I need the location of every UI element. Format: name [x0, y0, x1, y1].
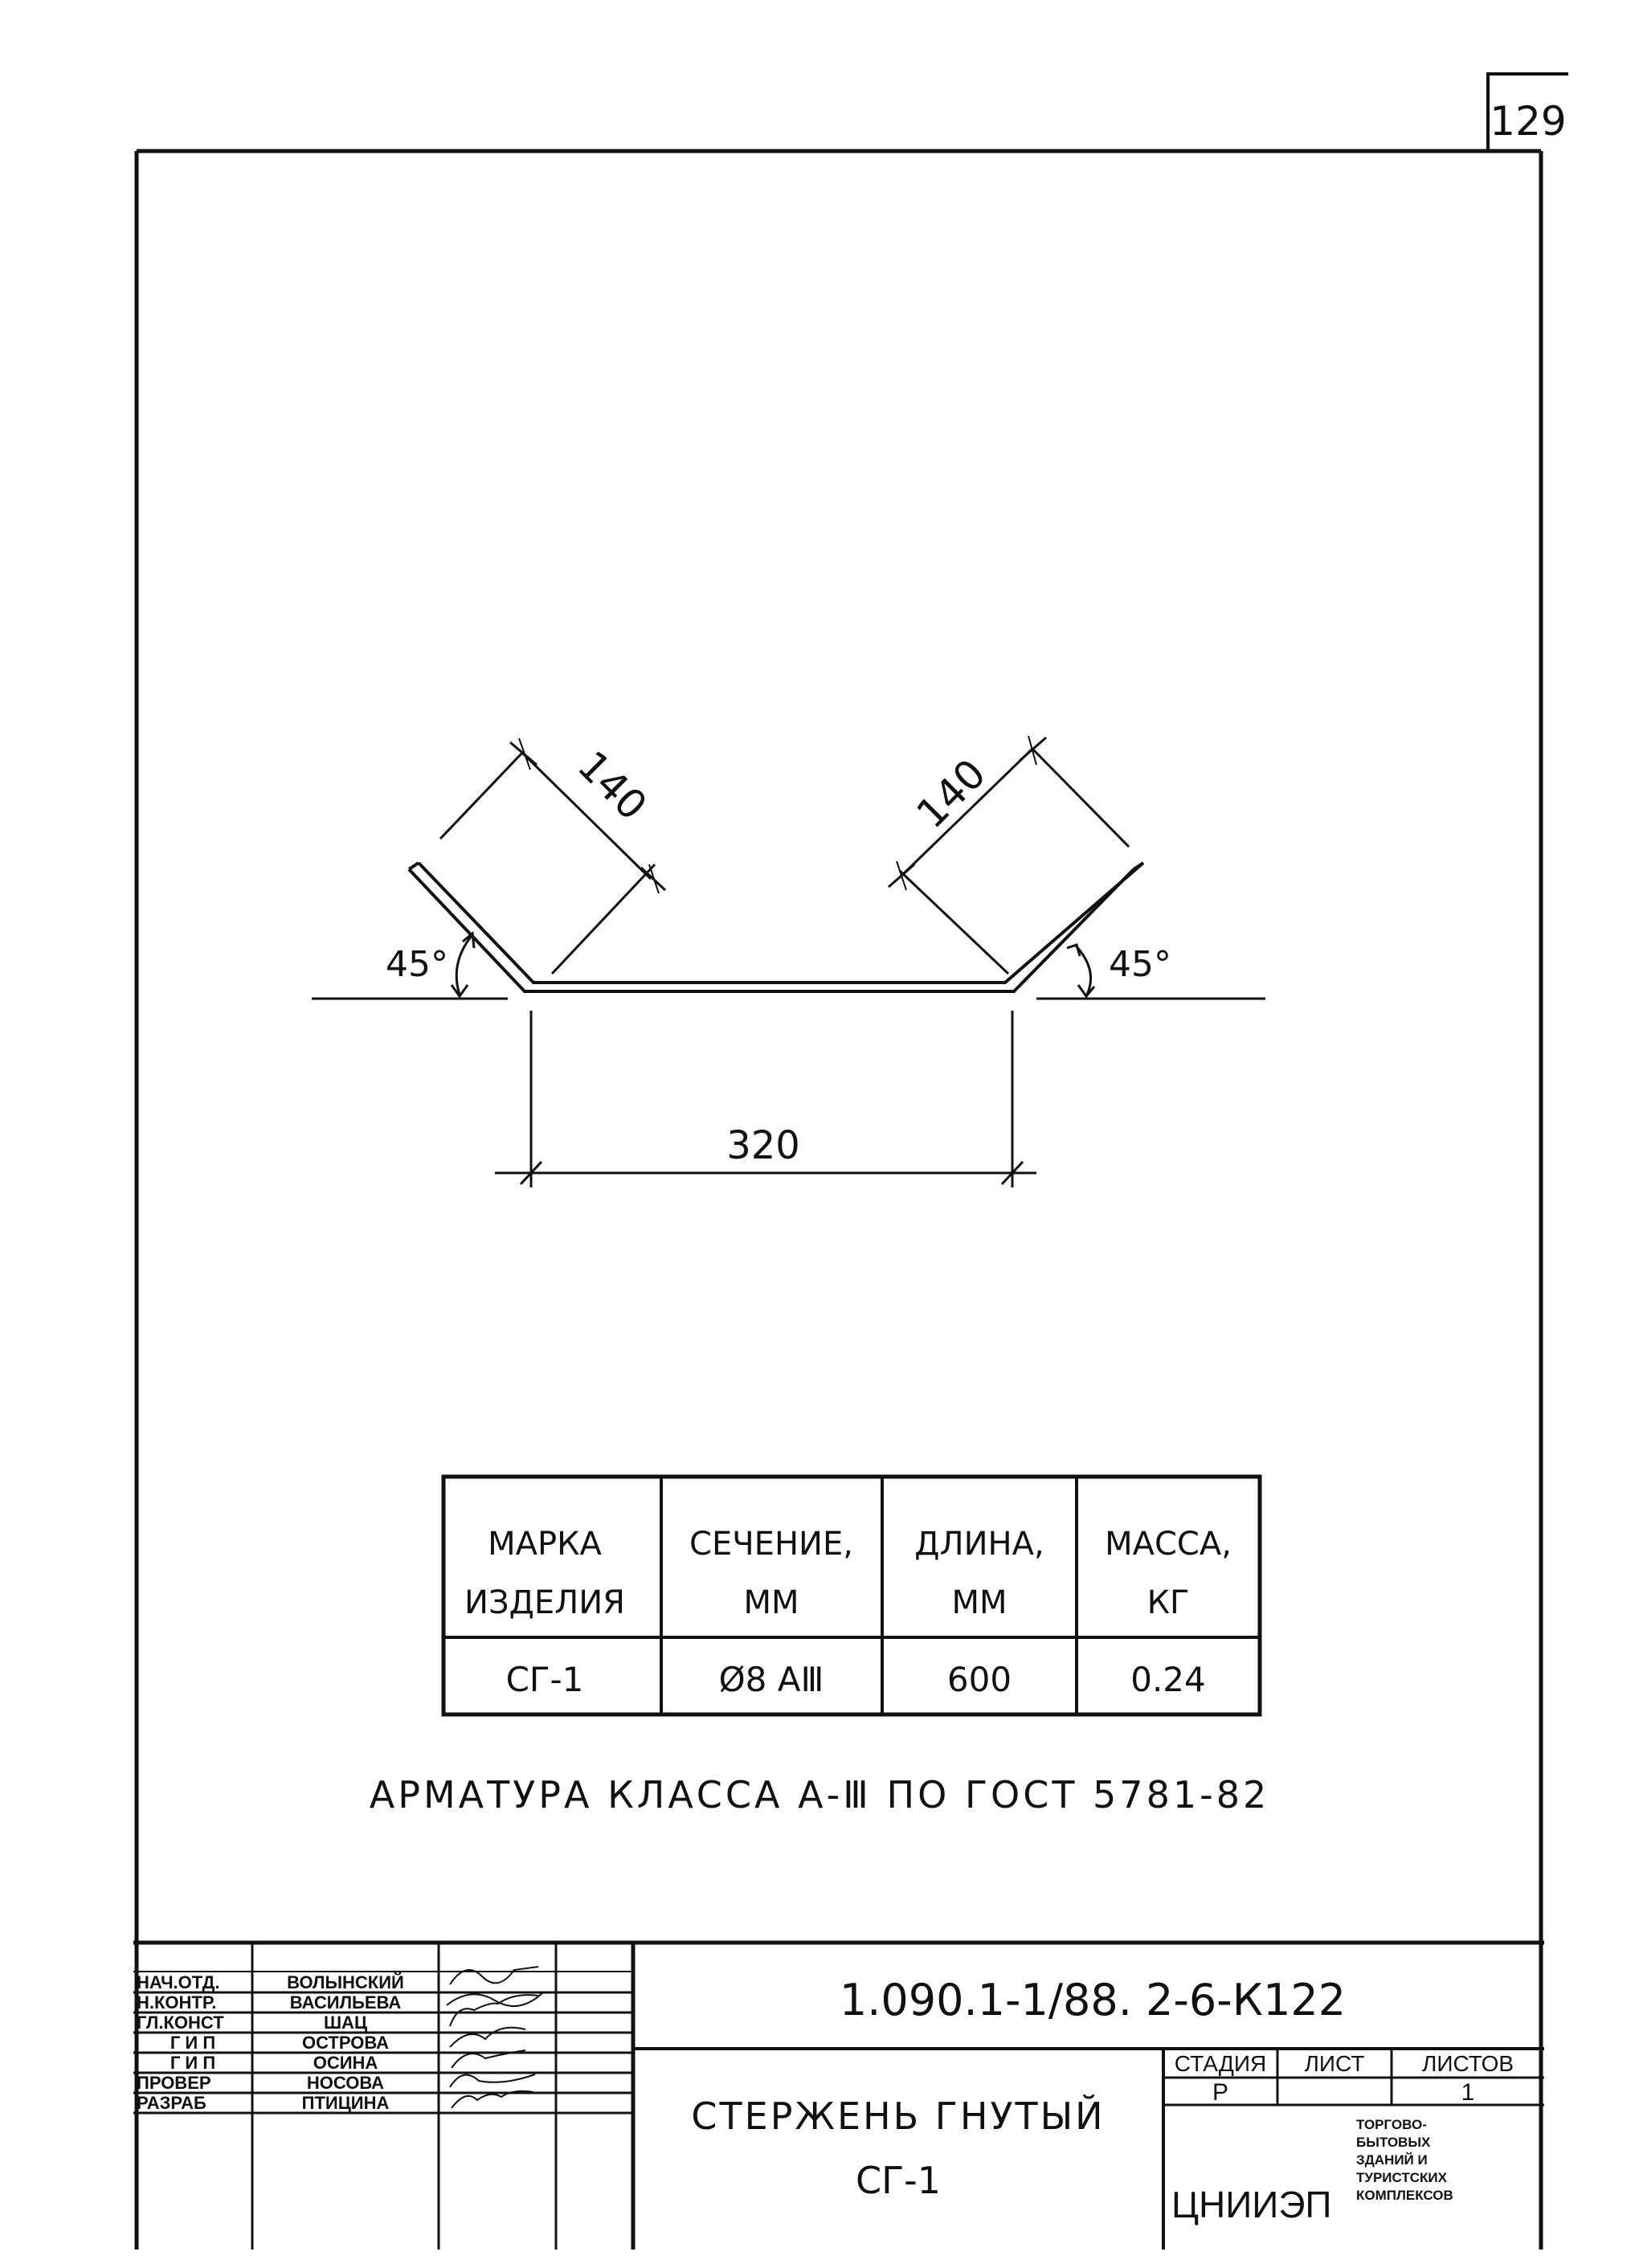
drawing-title: СТЕРЖЕНЬ ГНУТЫЙ	[691, 2094, 1105, 2138]
staff-name-7: ПТИЦИНА	[302, 2093, 390, 2113]
dim-bottom: 320	[726, 1123, 800, 1168]
cell-length: 600	[947, 1660, 1012, 1699]
angle-arc-left	[455, 936, 472, 995]
staff-name-1: ВОЛЫНСКИЙ	[287, 1972, 404, 1992]
staff-name-2: ВАСИЛЬЕВА	[290, 1992, 402, 2013]
cell-mass: 0.24	[1130, 1660, 1206, 1699]
staff-role-7: РАЗРАБ	[137, 2093, 206, 2113]
staff-name-3: ШАЦ	[324, 2013, 367, 2033]
spec-table: МАРКА ИЗДЕЛИЯ СЕЧЕНИЕ, ММ ДЛИНА, ММ МАСС…	[441, 1474, 1262, 1717]
bent-rod-drawing: 140 140 45° 45° 320	[312, 735, 1265, 1187]
header-section-2: ММ	[743, 1584, 799, 1621]
staff-role-3: ГЛ.КОНСТ	[137, 2013, 224, 2033]
document-code: 1.090.1-1/88. 2-6-К122	[840, 1975, 1346, 2025]
header-length-1: ДЛИНА,	[914, 1526, 1044, 1563]
angle-arc-right	[1073, 943, 1093, 997]
stage-value: Р	[1212, 2079, 1228, 2106]
header-mark-1: МАРКА	[488, 1526, 602, 1563]
header-section-1: СЕЧЕНИЕ,	[689, 1526, 853, 1563]
staff-name-4: ОСТРОВА	[302, 2033, 389, 2053]
sheet-header: ЛИСТ	[1305, 2051, 1365, 2076]
title-block: НАЧ.ОТД. ВОЛЫНСКИЙ Н.КОНТР. ВАСИЛЬЕВА ГЛ…	[133, 1940, 1544, 2250]
org-sub-5: КОМПЛЕКСОВ	[1356, 2188, 1453, 2203]
sheets-value: 1	[1461, 2079, 1475, 2106]
sheet-number: 129	[1490, 98, 1566, 145]
org-sub-1: ТОРГОВО-	[1356, 2117, 1427, 2132]
angle-left-label: 45°	[386, 944, 448, 985]
rod-outline-outer	[407, 868, 1135, 993]
cell-section: Ø8 АⅢ	[719, 1660, 824, 1699]
drawing-subtitle: СГ-1	[856, 2159, 941, 2202]
dim-left-arm: 140	[569, 742, 656, 829]
sheets-header: ЛИСТОВ	[1422, 2051, 1514, 2076]
drawing-frame	[134, 149, 1543, 2250]
header-mark-2: ИЗДЕЛИЯ	[464, 1584, 625, 1621]
staff-name-6: НОСОВА	[307, 2073, 384, 2093]
dim-right-arm: 140	[908, 750, 995, 837]
org-sub-3: ЗДАНИЙ И	[1356, 2152, 1428, 2168]
organization: ЦНИИЭП	[1171, 2184, 1332, 2225]
stage-header: СТАДИЯ	[1175, 2051, 1266, 2076]
header-mass-1: МАССА,	[1105, 1526, 1232, 1563]
staff-role-4: Г И П	[170, 2033, 215, 2053]
header-length-2: ММ	[951, 1584, 1007, 1621]
rod-outline-inner	[417, 861, 1145, 984]
staff-role-5: Г И П	[170, 2053, 215, 2073]
staff-role-6: ПРОВЕР	[137, 2073, 211, 2093]
signatures	[446, 1966, 544, 2109]
org-sub-4: ТУРИСТСКИХ	[1356, 2170, 1448, 2185]
sheet-number-box: 129	[1486, 72, 1568, 149]
cell-mark: СГ-1	[506, 1660, 584, 1699]
org-sub-2: БЫТОВЫХ	[1356, 2135, 1431, 2150]
angle-right-label: 45°	[1109, 944, 1171, 985]
staff-name-5: ОСИНА	[313, 2053, 378, 2073]
staff-role-1: НАЧ.ОТД.	[137, 1972, 219, 1992]
staff-role-2: Н.КОНТР.	[137, 1992, 216, 2013]
reinforcement-note: АРМАТУРА КЛАССА А-Ⅲ ПО ГОСТ 5781-82	[370, 1773, 1270, 1816]
header-mass-2: КГ	[1147, 1584, 1190, 1621]
